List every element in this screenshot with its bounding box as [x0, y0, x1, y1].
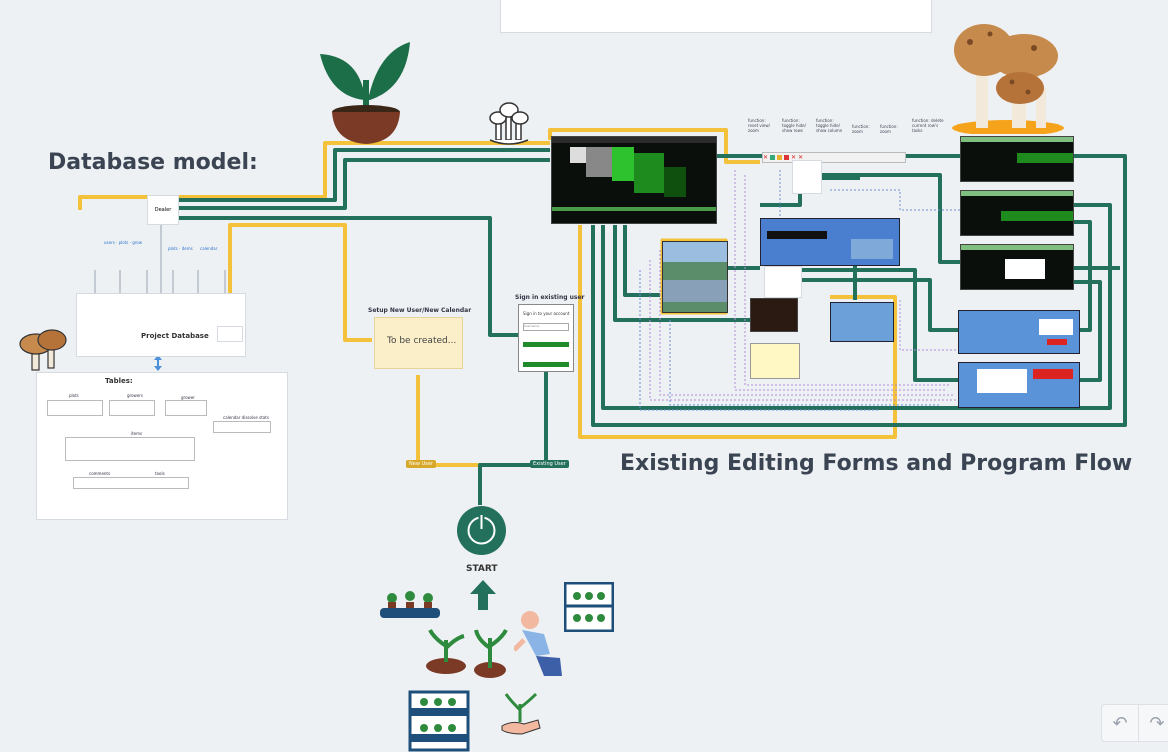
gardener-icon: [514, 611, 562, 676]
existing-forms-heading: Existing Editing Forms and Program Flow: [620, 451, 1133, 476]
form-preview-4: [958, 310, 1080, 354]
redo-icon[interactable]: ↷: [1138, 705, 1168, 741]
yellow-flow-line: [416, 375, 482, 505]
existing-user-tag: Existing User: [530, 460, 569, 468]
signin-button[interactable]: [523, 342, 569, 347]
tables-card: Tables: plots growers grower items comme…: [36, 372, 288, 520]
table-comments: comments: [89, 471, 111, 476]
function-label: function: zoom: [880, 124, 898, 134]
form-preview-1: [960, 136, 1074, 182]
form-preview-list: [764, 266, 802, 298]
yellow-flow-line: [78, 141, 550, 210]
blue-dashed-line: [669, 320, 940, 406]
start-label: START: [466, 564, 498, 574]
table-tools: tools: [155, 471, 165, 476]
up-arrow-icon: [470, 580, 496, 610]
yellow-flow-line: [548, 128, 760, 164]
blue-dashed-line: [639, 270, 880, 411]
green-flow-line: [178, 158, 550, 210]
blue-dashed-line: [830, 189, 960, 211]
top-blank-panel: [500, 0, 932, 33]
form-preview-5: [958, 362, 1080, 408]
db-notes: users · plots · grow plots · items calen…: [104, 240, 218, 251]
form-preview-yellow: [750, 343, 800, 379]
database-root-node: Dealer: [147, 195, 179, 225]
green-flow-line: [601, 203, 1112, 410]
planting-sprout-icon: [426, 629, 508, 678]
mushroom-cluster-icon: [489, 102, 529, 145]
blue-dashed-line: [760, 170, 781, 221]
form-preview-blue-small: [830, 302, 894, 342]
green-flow-line: [178, 148, 550, 202]
green-flow-line: [1072, 280, 1102, 382]
mushroom-pair-icon: [19, 329, 67, 371]
form-preview-landscape: [662, 241, 728, 313]
green-flow-line: [820, 173, 960, 264]
yellow-flow-line: [578, 225, 897, 439]
yellow-flow-line: [228, 223, 372, 342]
project-database-card: Project Database: [76, 293, 246, 357]
purple-dashed-line: [744, 175, 950, 386]
table-plots: plots: [69, 393, 79, 398]
green-flow-line: [178, 216, 518, 337]
green-flow-line: [1072, 220, 1092, 332]
function-label: function: delete current row's tasks: [912, 118, 944, 133]
setup-card-title: Setup New User/New Calendar: [368, 307, 472, 314]
form-preview-blue-large: [760, 218, 900, 266]
hand-plant-icon: [501, 692, 541, 735]
signin-secondary-button[interactable]: [523, 362, 569, 367]
table-calendar: calendar dissolve stats: [223, 415, 269, 420]
setup-card[interactable]: To be created...: [374, 317, 463, 369]
dropdown-preview: [792, 160, 822, 194]
function-toolbar: ✕ ✕✕: [762, 152, 906, 163]
signin-username-field[interactable]: Username: [523, 323, 569, 331]
purple-dashed-line: [899, 300, 958, 351]
undo-redo-toolbar: ↶ ↷: [1101, 704, 1168, 742]
setup-card-body: To be created...: [387, 336, 457, 346]
signin-card: Sign in to your account Username: [518, 304, 574, 372]
seedling-tray-icon: [380, 591, 440, 618]
function-label: function: zoom: [852, 124, 870, 134]
tables-title: Tables:: [105, 377, 133, 385]
function-label: function: toggle hide/ show column: [816, 118, 843, 133]
form-preview-3: [960, 244, 1074, 290]
green-flow-line: [591, 154, 1127, 427]
project-database-label: Project Database: [141, 332, 209, 340]
green-flow-line: [800, 268, 958, 382]
form-preview-sunset: [750, 298, 798, 332]
purple-dashed-line: [649, 260, 960, 401]
shelf-rack-icon: [564, 582, 614, 632]
table-items: items: [131, 431, 143, 436]
table-growers: growers: [127, 393, 144, 398]
main-calendar-screenshot: [551, 136, 717, 224]
signin-card-title: Sign in existing user: [515, 294, 585, 301]
undo-icon[interactable]: ↶: [1112, 712, 1128, 734]
green-flow-line: [478, 372, 548, 505]
green-flow-line: [623, 225, 660, 297]
power-icon: [467, 515, 496, 545]
green-flow-line: [613, 225, 750, 322]
purple-dashed-line: [659, 250, 955, 396]
large-mushroom-icon: [952, 24, 1064, 134]
form-preview-2: [960, 190, 1074, 236]
green-flow-line: [800, 278, 958, 332]
new-user-tag: New User: [406, 460, 436, 468]
function-label: function: toggle hide/ show rows: [782, 118, 806, 133]
signin-subtitle: Sign in to your account: [523, 311, 570, 316]
database-model-heading: Database model:: [48, 150, 258, 175]
purple-dashed-line: [734, 170, 945, 391]
sprout-pot-icon: [320, 42, 410, 144]
function-label: function: reset view/ zoom: [748, 118, 770, 133]
start-power-button[interactable]: [457, 506, 506, 555]
hydroponic-rack-icon: [408, 690, 470, 752]
table-grower: grower: [181, 395, 195, 400]
